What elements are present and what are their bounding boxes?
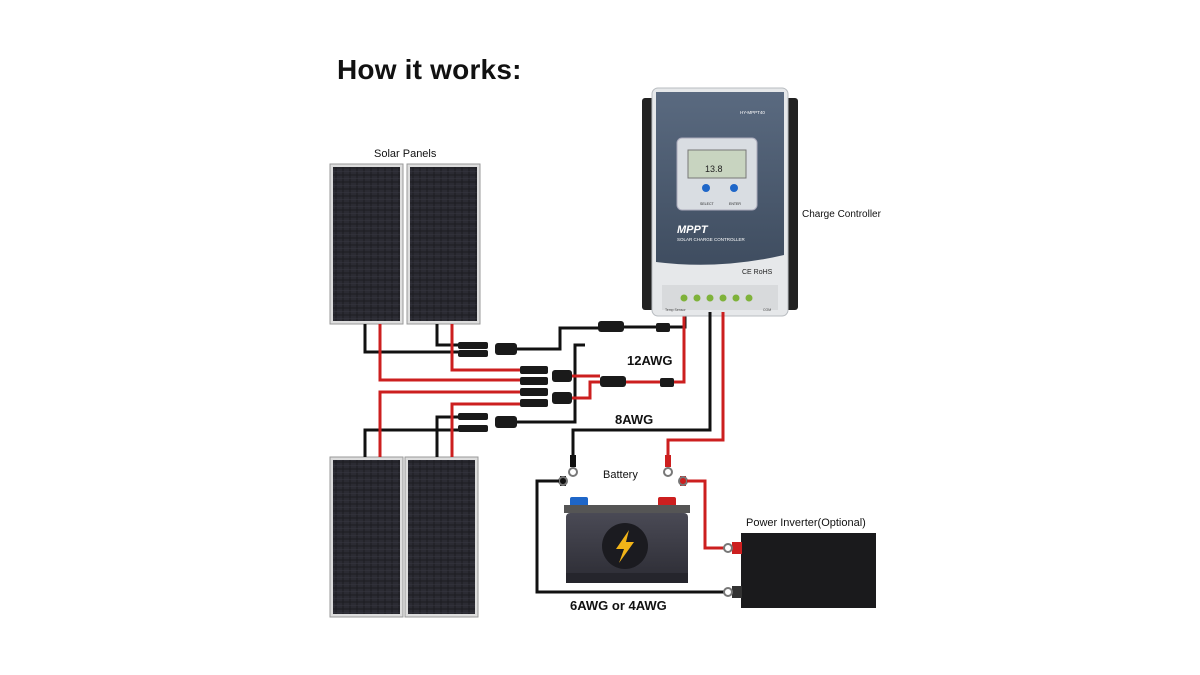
charge-controller-label: Charge Controller <box>802 209 881 220</box>
battery-icon <box>564 497 690 583</box>
battery-label: Battery <box>603 469 638 481</box>
trunk-wires <box>517 300 687 424</box>
svg-text:SELECT: SELECT <box>700 202 714 206</box>
power-inverter-label: Power Inverter(Optional) <box>746 517 866 529</box>
solar-panel-icon <box>329 163 404 325</box>
solar-panels-label: Solar Panels <box>374 148 437 160</box>
svg-text:SOLAR CHARGE CONTROLLER: SOLAR CHARGE CONTROLLER <box>677 237 746 242</box>
wire-gauge-8awg: 8AWG <box>615 412 654 427</box>
wire-gauge-12awg: 12AWG <box>627 353 673 368</box>
solar-panel-icon <box>329 456 404 618</box>
svg-text:13.8: 13.8 <box>705 164 723 174</box>
battery-wires <box>571 312 725 462</box>
svg-text:Temp Sensor: Temp Sensor <box>665 308 686 312</box>
inverter-wires <box>535 479 725 594</box>
charge-controller-icon: HY-MPPT40 13.8 SELECT ENTER MPPT SOLAR C… <box>642 87 798 317</box>
svg-text:HY-MPPT40: HY-MPPT40 <box>740 110 765 115</box>
inverter-icon <box>723 533 876 608</box>
solar-panel-icon <box>404 456 479 618</box>
wire-gauge-6awg: 6AWG or 4AWG <box>570 598 667 613</box>
solar-panel-icon <box>406 163 481 325</box>
svg-text:MPPT: MPPT <box>677 224 709 236</box>
ring-terminal-icon <box>558 455 688 486</box>
page-title: How it works: <box>337 54 522 85</box>
svg-text:ENTER: ENTER <box>729 202 741 206</box>
mc4-connector-icon <box>458 321 674 432</box>
svg-text:CE RoHS: CE RoHS <box>742 269 773 276</box>
svg-text:COM: COM <box>763 308 771 312</box>
